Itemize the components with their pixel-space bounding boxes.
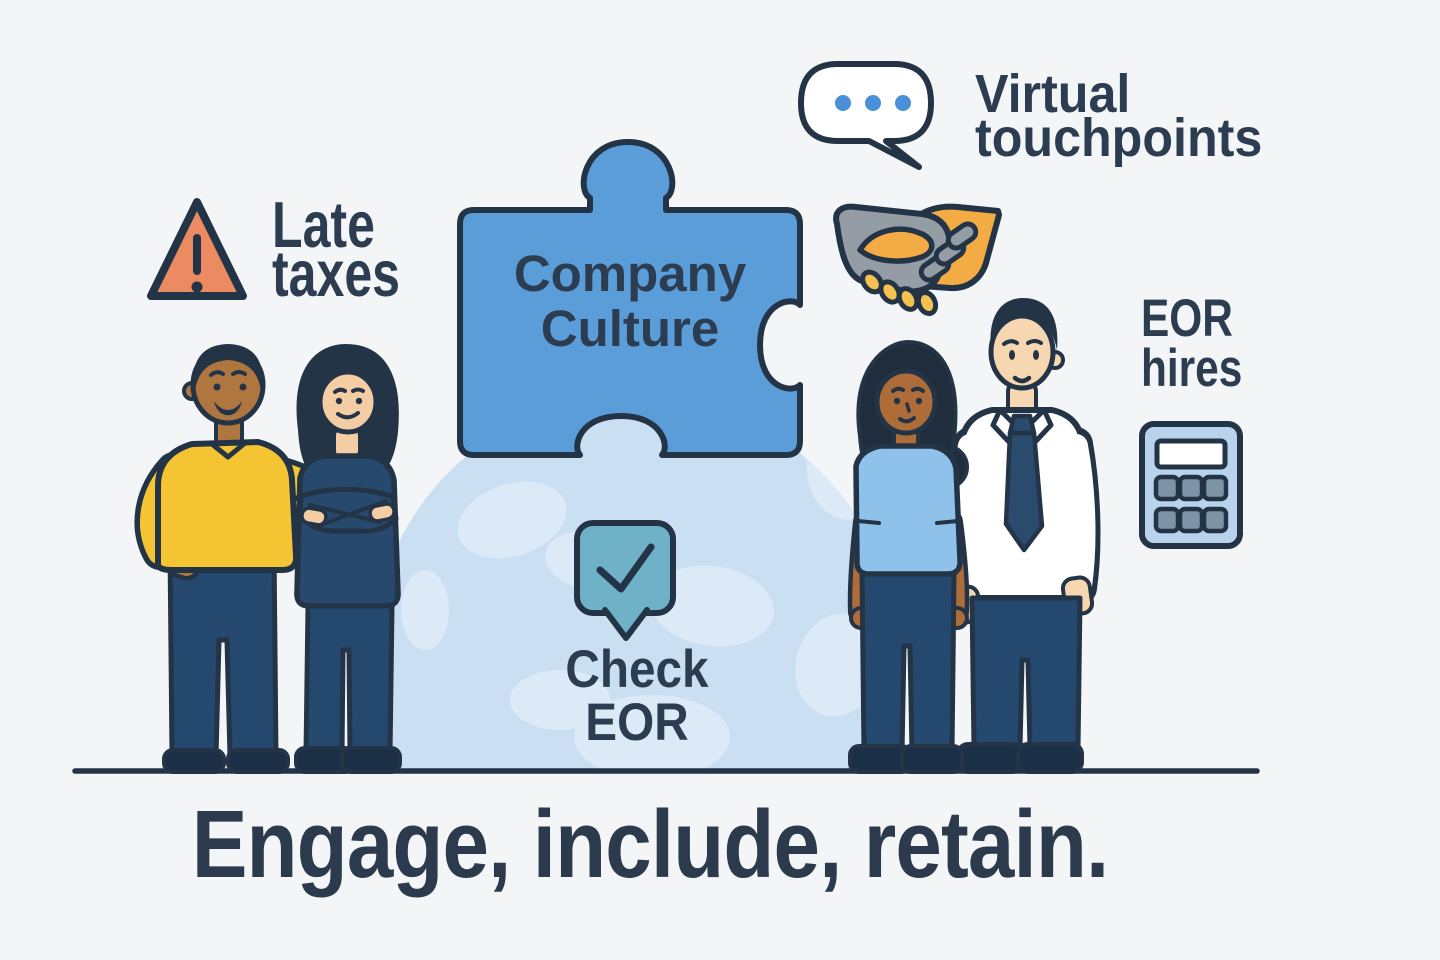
warning-triangle-icon (147, 198, 247, 300)
check-eor-label: Check EOR (565, 640, 709, 752)
person-woman-navy (294, 344, 402, 774)
check-bubble-icon (574, 520, 676, 641)
virtual-touchpoints-label: Virtual touchpoints (975, 64, 1263, 168)
person-man-shirt (940, 298, 1101, 774)
headline-text: Engage, include, retain. (191, 791, 1109, 898)
late-taxes-label: Late taxes (272, 188, 401, 310)
person-woman-tee (847, 340, 970, 774)
eor-hires-label: EOR hires (1141, 289, 1243, 398)
company-culture-label: Company Culture (513, 245, 747, 357)
speech-bubble-dots-icon (798, 61, 934, 170)
puzzle-piece-icon (457, 139, 803, 458)
handshake-icon (833, 203, 1002, 317)
calculator-icon (1139, 421, 1243, 549)
